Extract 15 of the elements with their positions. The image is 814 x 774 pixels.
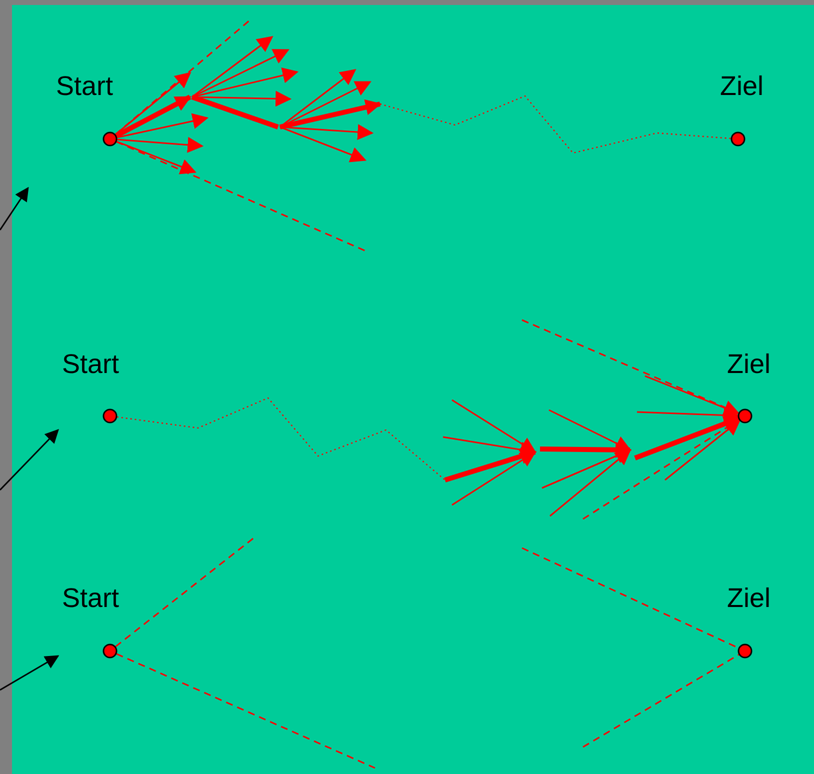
- arrow: [115, 94, 192, 138]
- arrow: [634, 416, 740, 460]
- arrow: [664, 419, 741, 481]
- arrow: [116, 140, 196, 174]
- arrow: [116, 136, 204, 153]
- arrow: [116, 113, 209, 138]
- node-label: Ziel: [727, 349, 771, 379]
- arrow: [636, 407, 740, 424]
- node-label: Ziel: [727, 583, 771, 613]
- node-label: Start: [56, 71, 114, 101]
- arrow: [114, 72, 192, 136]
- node-label: Start: [62, 583, 120, 613]
- node-label: Ziel: [720, 71, 764, 101]
- arrow: [644, 375, 740, 416]
- node-label: Start: [62, 349, 120, 379]
